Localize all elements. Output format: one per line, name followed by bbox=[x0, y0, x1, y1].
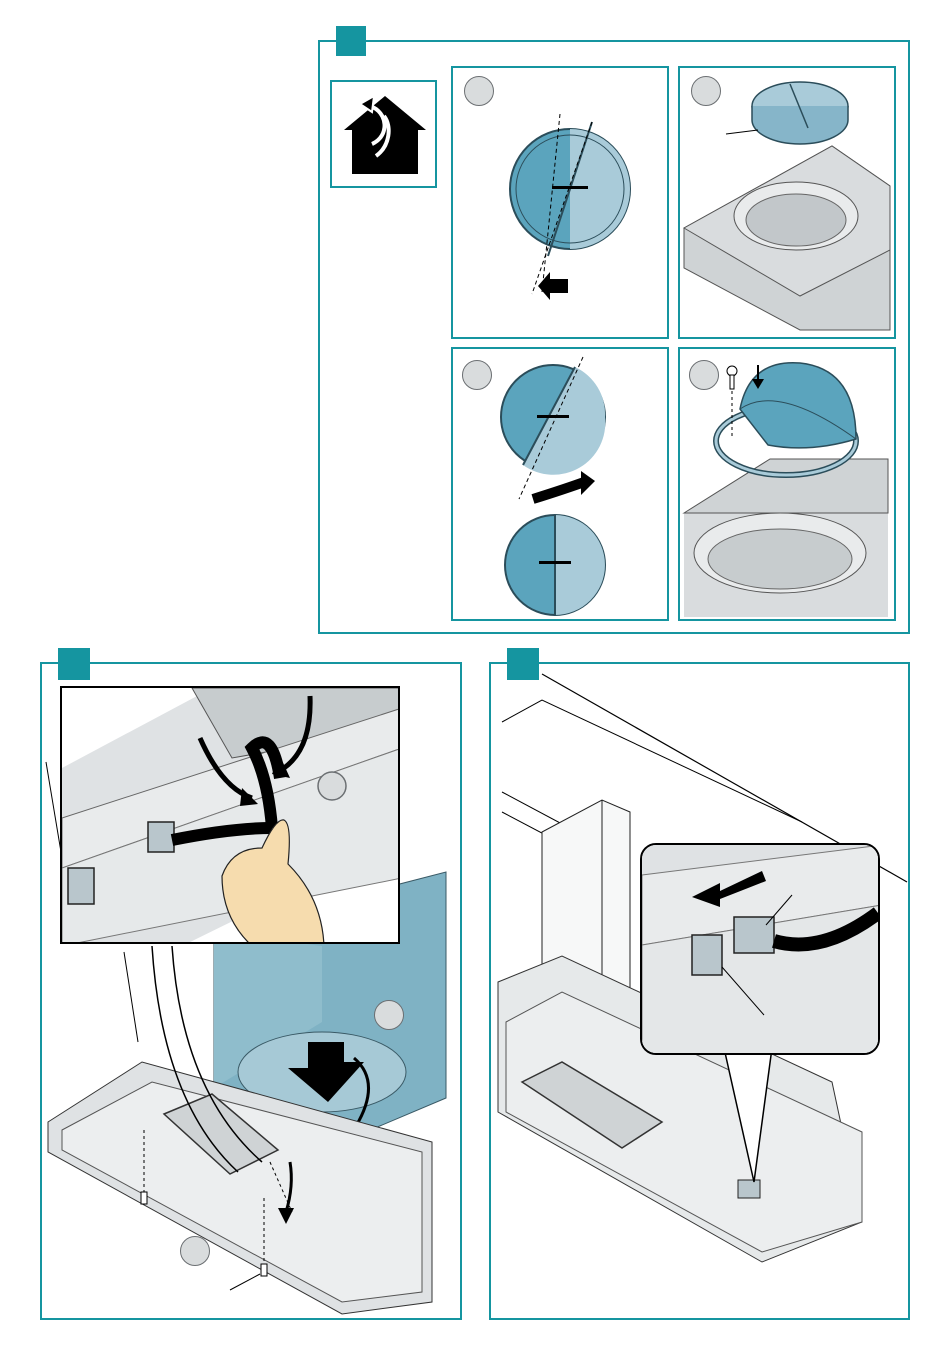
screw-icon bbox=[727, 366, 737, 389]
house-recirculation-panel bbox=[330, 80, 437, 188]
connector-callout bbox=[640, 843, 880, 1055]
step-tab-1 bbox=[336, 26, 366, 56]
house-recirculation-icon bbox=[332, 82, 437, 188]
cable-routing-callout bbox=[60, 686, 400, 944]
step-tab-2 bbox=[58, 648, 90, 680]
step-badge bbox=[180, 1236, 210, 1266]
damper-on-hood-panel bbox=[678, 66, 896, 339]
step-tab-3 bbox=[507, 648, 539, 680]
step-badge bbox=[462, 360, 492, 390]
arrow-icon bbox=[538, 272, 568, 300]
damper-screw-panel bbox=[678, 347, 896, 621]
damper-align-panel bbox=[451, 347, 669, 621]
step-badge bbox=[689, 360, 719, 390]
damper-rotate-panel bbox=[451, 66, 669, 339]
arrow-icon bbox=[533, 481, 587, 499]
step-badge bbox=[464, 76, 494, 106]
plug-connector-icon bbox=[738, 1180, 760, 1198]
step-badge bbox=[374, 1000, 404, 1030]
step-badge bbox=[691, 76, 721, 106]
